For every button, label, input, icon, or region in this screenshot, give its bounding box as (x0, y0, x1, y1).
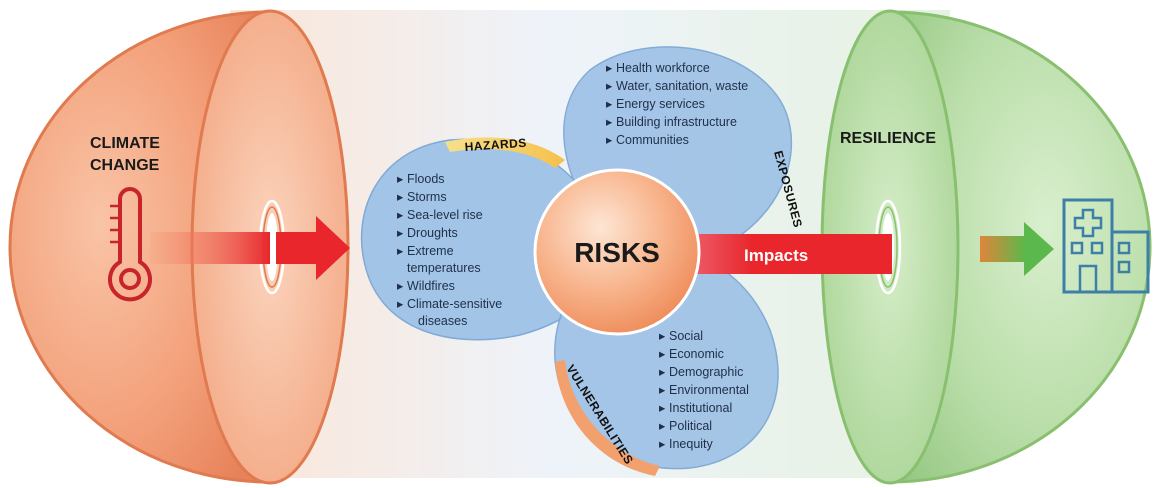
exposure-item-communities: Communities (616, 133, 689, 147)
vulnerabilities-list: ▸ Social ▸ Economic ▸ Demographic ▸ Envi… (659, 329, 749, 451)
exposure-bullet: ▸ (606, 97, 613, 111)
vulnerability-bullet: ▸ (659, 365, 666, 379)
hazard-bullet: ▸ (397, 190, 404, 204)
hazard-item-climate-sensitive: Climate-sensitive (407, 297, 502, 311)
vulnerability-item-social: Social (669, 329, 703, 343)
exposure-bullet: ▸ (606, 115, 613, 129)
resilience-label: RESILIENCE (840, 130, 936, 147)
hazard-item-droughts: Droughts (407, 226, 458, 240)
vulnerability-bullet: ▸ (659, 347, 666, 361)
hazard-item-wildfires: Wildfires (407, 279, 455, 293)
climate-change-label-line1: CLIMATE (90, 135, 160, 152)
exposure-bullet: ▸ (606, 79, 613, 93)
hazards-list: ▸ Floods ▸ Storms ▸ Sea-level rise ▸ Dro… (397, 172, 502, 328)
hazard-item-diseases: diseases (418, 314, 467, 328)
hazard-item-storms: Storms (407, 190, 447, 204)
hazard-bullet: ▸ (397, 172, 404, 186)
exposure-bullet: ▸ (606, 133, 613, 147)
resilience-arrow (980, 222, 1054, 276)
hazard-item-extreme: Extreme (407, 244, 454, 258)
hazard-bullet: ▸ (397, 297, 404, 311)
hazard-bullet: ▸ (397, 208, 404, 222)
exposures-list: ▸ Health workforce ▸ Water, sanitation, … (606, 61, 748, 147)
vulnerability-bullet: ▸ (659, 437, 666, 451)
exposure-item-water: Water, sanitation, waste (616, 79, 748, 93)
hazard-item-sea-level-rise: Sea-level rise (407, 208, 483, 222)
exposure-item-energy: Energy services (616, 97, 705, 111)
vulnerability-item-inequity: Inequity (669, 437, 714, 451)
hazard-bullet: ▸ (397, 244, 404, 258)
hazards-heading: HAZARDS (464, 136, 527, 154)
exposure-item-health-workforce: Health workforce (616, 61, 710, 75)
vulnerability-bullet: ▸ (659, 383, 666, 397)
hazard-bullet: ▸ (397, 279, 404, 293)
climate-change-label-line2: CHANGE (90, 157, 160, 174)
vulnerability-item-environmental: Environmental (669, 383, 749, 397)
risks-circle (533, 168, 701, 336)
hazard-item-temperatures: temperatures (407, 261, 481, 275)
impacts-label: Impacts (744, 246, 808, 265)
hazard-bullet: ▸ (397, 226, 404, 240)
vulnerability-bullet: ▸ (659, 329, 666, 343)
exposure-bullet: ▸ (606, 61, 613, 75)
hospital-icon (1062, 198, 1150, 294)
vulnerability-item-economic: Economic (669, 347, 724, 361)
vulnerability-item-institutional: Institutional (669, 401, 732, 415)
exposure-item-building: Building infrastructure (616, 115, 737, 129)
climate-arrow (150, 216, 350, 280)
vulnerability-bullet: ▸ (659, 401, 666, 415)
vulnerability-bullet: ▸ (659, 419, 666, 433)
risks-label: RISKS (574, 237, 660, 268)
vulnerability-item-political: Political (669, 419, 712, 433)
vulnerability-item-demographic: Demographic (669, 365, 743, 379)
hazard-item-floods: Floods (407, 172, 445, 186)
thermometer-icon (108, 187, 152, 302)
